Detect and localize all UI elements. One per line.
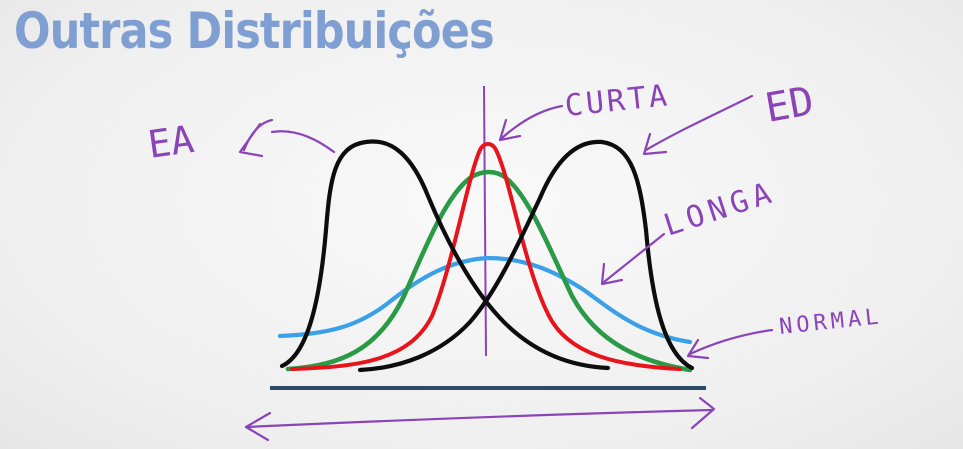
center-line — [483, 85, 487, 357]
double-arrow — [244, 408, 714, 429]
black-curve-left-asymmetric — [279, 139, 611, 371]
arrow-longa — [602, 232, 666, 284]
label-ea: EA — [145, 117, 197, 167]
arrow-ed — [644, 94, 754, 152]
blue-curve — [277, 255, 693, 345]
arrow-normal — [688, 328, 774, 356]
label-longa: LONGA — [660, 175, 780, 244]
double-arrow-left-head — [244, 411, 272, 442]
arrow-curta — [500, 104, 564, 140]
arrow-curta-head — [498, 118, 522, 142]
black-curve-right-asymmetric — [357, 139, 695, 373]
label-normal: NORMAL — [778, 304, 884, 340]
label-ed: ED — [762, 78, 817, 132]
arrow-ea — [242, 118, 336, 154]
green-curve — [285, 169, 693, 373]
red-curve — [290, 142, 682, 371]
arrow-ed-head — [642, 132, 668, 156]
double-arrow-right-head — [690, 396, 716, 430]
slide-title: Outras Distribuições — [14, 2, 495, 60]
arrow-normal-head — [686, 338, 710, 360]
arrow-longa-head — [600, 262, 624, 286]
arrow-ea-head — [238, 122, 264, 158]
label-curta: CURTA — [563, 78, 671, 124]
